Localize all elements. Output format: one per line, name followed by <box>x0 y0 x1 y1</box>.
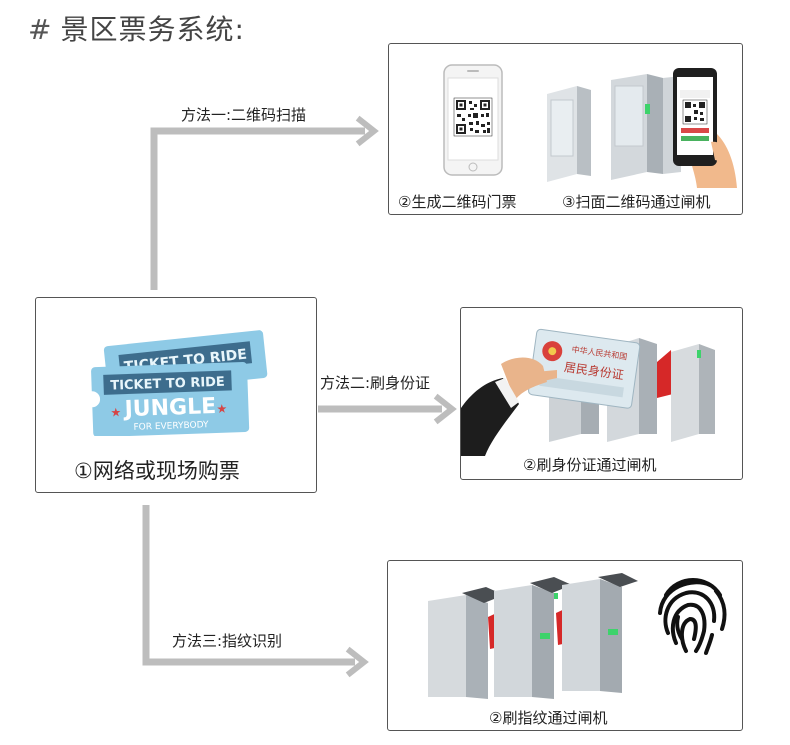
arrow-method-1 <box>150 127 365 290</box>
fingerprint-gate-image <box>428 573 638 699</box>
method-3-label: 方法三:指纹识别 <box>172 632 283 650</box>
title-hash: # <box>28 13 53 46</box>
method-1-label: 方法一:二维码扫描 <box>181 106 307 124</box>
ticket-line-3: JUNGLE <box>122 394 216 422</box>
star-icon: ★ <box>216 402 227 416</box>
page-title: #景区票务系统: <box>28 8 245 48</box>
fingerprint-method-box: ②刷指纹通过闸机 <box>387 560 743 731</box>
qr-code-icon <box>453 97 493 137</box>
qr-caption-1: ②生成二维码门票 <box>398 193 517 211</box>
purchase-box: TICKET TO RIDE TICKET TO RIDE JUNGLE FOR… <box>35 297 317 493</box>
qr-caption-2: ③扫面二维码通过闸机 <box>562 193 711 211</box>
star-icon: ★ <box>110 405 121 419</box>
purchase-caption: ①网络或现场购票 <box>74 459 240 483</box>
ticket-image: TICKET TO RIDE TICKET TO RIDE JUNGLE FOR… <box>86 330 268 436</box>
arrow-method-3 <box>142 505 355 666</box>
fingerprint-icon <box>658 578 727 655</box>
ticket-line-4: FOR EVERYBODY <box>133 420 209 433</box>
id-gate-image: 中华人民共和国 居民身份证 <box>461 328 715 456</box>
qr-gate-image <box>547 68 737 188</box>
method-2-label: 方法二:刷身份证 <box>320 374 431 392</box>
id-method-box: 中华人民共和国 居民身份证 ②刷身份证通过闸机 <box>460 307 743 480</box>
arrowhead-method-1 <box>355 115 379 147</box>
fingerprint-caption: ②刷指纹通过闸机 <box>489 709 608 727</box>
arrowhead-method-3 <box>345 646 369 678</box>
phone-image <box>443 64 503 176</box>
title-text: 景区票务系统: <box>60 13 245 46</box>
qr-code-icon <box>682 99 708 125</box>
ticket-line-2: TICKET TO RIDE <box>110 375 225 394</box>
arrowhead-method-2 <box>433 393 457 425</box>
id-caption: ②刷身份证通过闸机 <box>523 456 657 474</box>
qr-method-box: ②生成二维码门票 ③扫面二维码通过闸机 <box>388 43 743 215</box>
